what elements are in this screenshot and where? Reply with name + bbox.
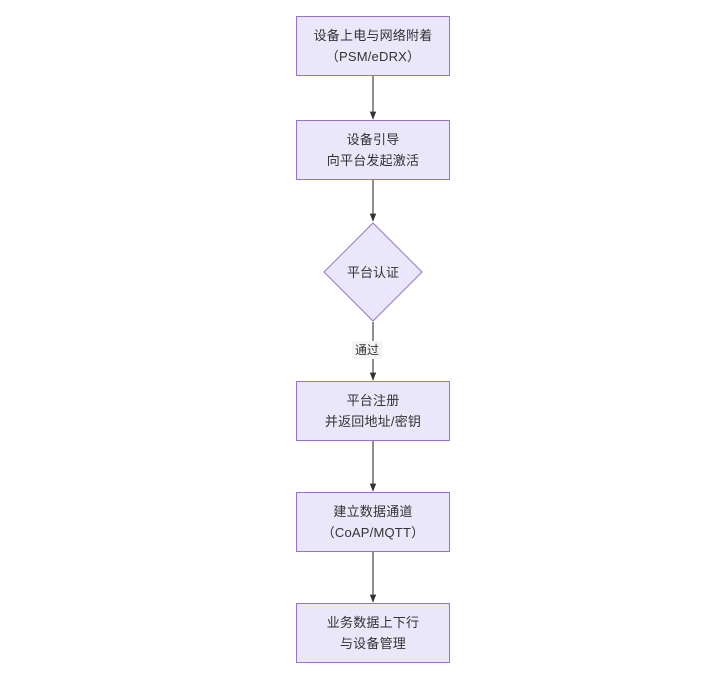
node-label: 平台注册 并返回地址/密钥	[324, 393, 422, 429]
edge-label-pass: 通过	[352, 341, 383, 359]
node-label: 业务数据上下行 与设备管理	[326, 615, 420, 651]
diamond-icon	[323, 222, 423, 322]
node-establish-data-channel[interactable]: 建立数据通道 （CoAP/MQTT）	[296, 492, 450, 552]
node-business-data-and-device-management[interactable]: 业务数据上下行 与设备管理	[296, 603, 450, 663]
node-platform-authentication[interactable]: 平台认证	[323, 222, 423, 322]
node-label: 平台认证	[346, 264, 399, 280]
node-label: 建立数据通道 （CoAP/MQTT）	[321, 504, 425, 540]
node-device-power-on[interactable]: 设备上电与网络附着 （PSM/eDRX）	[296, 16, 450, 76]
node-label: 设备上电与网络附着 （PSM/eDRX）	[313, 28, 433, 64]
node-device-bootstrap[interactable]: 设备引导 向平台发起激活	[296, 120, 450, 180]
node-label: 设备引导 向平台发起激活	[326, 132, 420, 168]
node-platform-registration[interactable]: 平台注册 并返回地址/密钥	[296, 381, 450, 441]
